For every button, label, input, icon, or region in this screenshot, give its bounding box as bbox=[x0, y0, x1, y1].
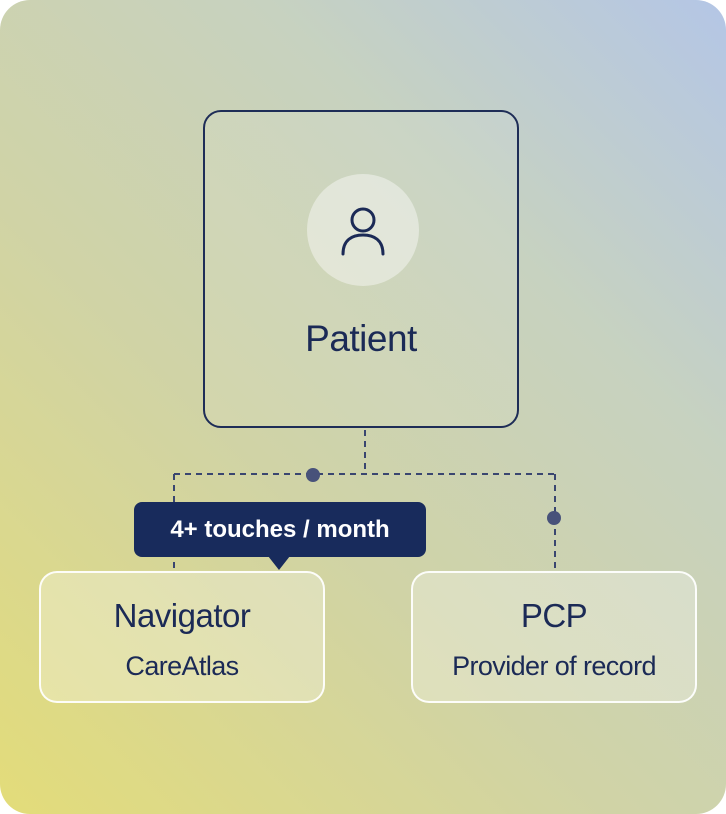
patient-node: Patient bbox=[203, 110, 519, 428]
navigator-node: Navigator CareAtlas bbox=[39, 571, 325, 703]
tooltip-arrow bbox=[268, 556, 290, 570]
pcp-node: PCP Provider of record bbox=[411, 571, 697, 703]
touches-tooltip: 4+ touches / month bbox=[134, 502, 426, 557]
connector-dot-branch bbox=[306, 468, 320, 482]
connector-dot-pcp bbox=[547, 511, 561, 525]
patient-avatar bbox=[307, 174, 419, 286]
patient-label: Patient bbox=[305, 318, 417, 359]
navigator-subtitle: CareAtlas bbox=[125, 651, 239, 681]
pcp-title: PCP bbox=[520, 597, 588, 634]
navigator-title: Navigator bbox=[113, 597, 251, 634]
user-icon bbox=[341, 207, 385, 256]
pcp-subtitle: Provider of record bbox=[452, 651, 656, 681]
